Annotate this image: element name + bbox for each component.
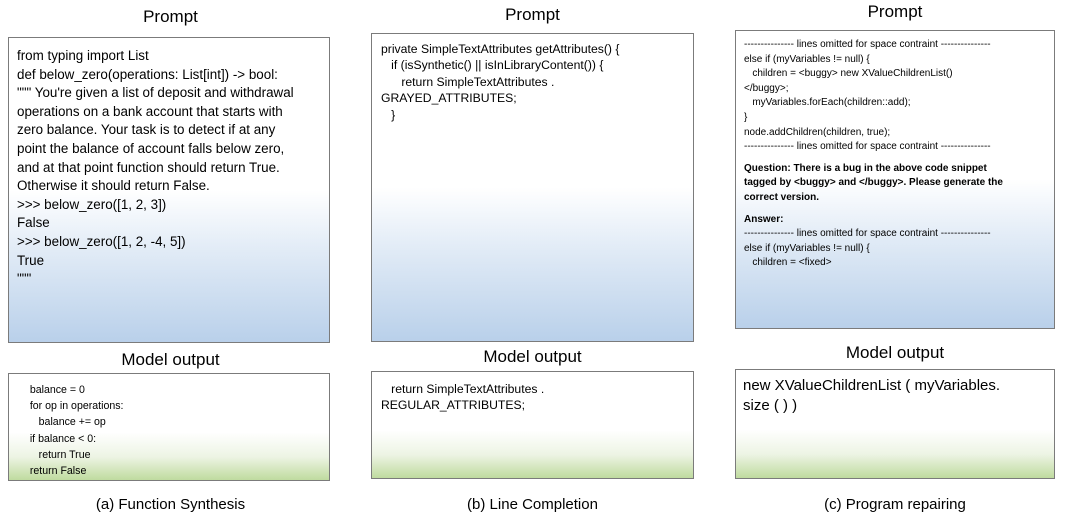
answer-label-text: Answer: <box>744 213 784 225</box>
code-line: >>> below_zero([1, 2, 3]) <box>17 196 167 212</box>
prompt-code-3a: --------------- lines omitted for space … <box>744 38 1054 155</box>
output-heading-2: Model output <box>483 347 582 366</box>
code-line: >>> below_zero([1, 2, -4, 5]) <box>17 233 186 249</box>
code-line: def below_zero(operations: List[int]) ->… <box>17 66 278 82</box>
prompt-code-2: private SimpleTextAttributes getAttribut… <box>381 41 693 123</box>
code-line: REGULAR_ATTRIBUTES; <box>381 398 526 413</box>
code-line: """ You're given a list of deposit and w… <box>17 85 294 101</box>
output-box-3: new XValueChildrenList ( myVariables. si… <box>735 369 1055 479</box>
code-line: } <box>744 111 748 123</box>
code-line: balance = 0 <box>21 384 85 396</box>
code-line: True <box>17 252 45 268</box>
prompt-box-3: --------------- lines omitted for space … <box>735 30 1055 329</box>
code-line: new XValueChildrenList ( myVariables. <box>743 377 1001 394</box>
code-line: myVariables.forEach(children::add); <box>744 97 911 109</box>
answer-label: Answer: <box>744 213 1054 228</box>
output-code-3: new XValueChildrenList ( myVariables. si… <box>743 376 1054 416</box>
code-line: } <box>381 107 396 122</box>
prompt-heading-2: Prompt <box>505 5 560 24</box>
code-line: if balance < 0: <box>21 432 97 445</box>
code-line: from typing import List <box>17 48 149 63</box>
prompt-heading-1: Prompt <box>143 7 198 26</box>
prompt-code-1: from typing import List def below_zero(o… <box>17 47 329 289</box>
code-line: private SimpleTextAttributes getAttribut… <box>381 42 620 56</box>
prompt-box-1: from typing import List def below_zero(o… <box>8 37 330 343</box>
code-line: False <box>17 215 50 231</box>
code-line: children = <fixed> <box>744 257 832 269</box>
code-line: return SimpleTextAttributes . <box>381 382 545 396</box>
code-line: """ <box>17 271 32 287</box>
output-box-2: return SimpleTextAttributes . REGULAR_AT… <box>371 371 694 479</box>
output-box-1: balance = 0 for op in operations: balanc… <box>8 373 330 481</box>
code-line: zero balance. Your task is to detect if … <box>17 122 276 138</box>
code-line: return True <box>21 448 91 461</box>
code-line: --------------- lines omitted for space … <box>744 228 991 240</box>
code-line: and at that point function should return… <box>17 159 280 175</box>
prompt-heading-3: Prompt <box>867 2 923 21</box>
caption-1: (a) Function Synthesis <box>95 496 246 513</box>
code-line: return SimpleTextAttributes . <box>381 74 555 89</box>
prompt-box-2: private SimpleTextAttributes getAttribut… <box>371 33 694 342</box>
code-line: for op in operations: <box>21 400 124 413</box>
output-code-1: balance = 0 for op in operations: balanc… <box>21 382 329 479</box>
code-line: children = <buggy> new XValueChildrenLis… <box>744 68 953 80</box>
question-line: correct version. <box>744 191 820 203</box>
code-line: if (isSynthetic() || isInLibraryContent(… <box>381 58 604 73</box>
caption-2: (b) Line Completion <box>467 496 598 513</box>
code-line: Otherwise it should return False. <box>17 178 210 194</box>
output-heading-3: Model output <box>845 343 945 362</box>
question-text: Question: There is a bug in the above co… <box>744 162 1054 206</box>
question-line: tagged by <buggy> and </buggy>. Please g… <box>744 177 1003 189</box>
code-line: point the balance of account falls below… <box>17 140 285 156</box>
code-line: node.addChildren(children, true); <box>744 126 891 138</box>
code-line: --------------- lines omitted for space … <box>744 39 991 50</box>
output-heading-1: Model output <box>121 350 220 369</box>
code-line: size ( ) ) <box>743 397 798 414</box>
code-line: </buggy>; <box>744 82 789 94</box>
question-line: Question: There is a bug in the above co… <box>744 162 987 174</box>
code-line: balance += op <box>21 416 106 429</box>
code-line: operations on a bank account that starts… <box>17 103 283 119</box>
code-line: GRAYED_ATTRIBUTES; <box>381 91 517 106</box>
code-line: else if (myVariables != null) { <box>744 53 870 65</box>
code-line: return False <box>21 465 87 478</box>
caption-3: (c) Program repairing <box>824 496 966 513</box>
prompt-code-3b: --------------- lines omitted for space … <box>744 227 1054 271</box>
output-code-2: return SimpleTextAttributes . REGULAR_AT… <box>381 381 693 414</box>
code-line: --------------- lines omitted for space … <box>744 141 991 153</box>
code-line: else if (myVariables != null) { <box>744 242 870 254</box>
